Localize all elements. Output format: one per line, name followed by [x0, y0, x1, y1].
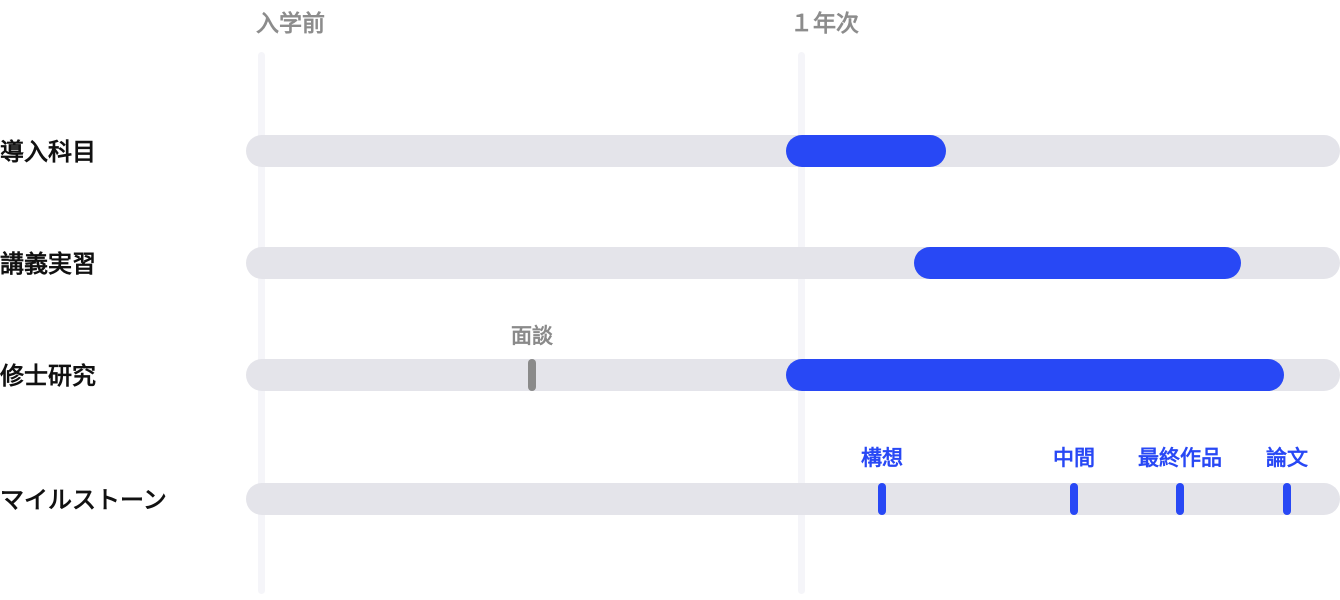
- event-marker-interview: [528, 359, 536, 391]
- row-label-lectures-practicum: 講義実習: [0, 250, 96, 278]
- milestone-label-concept: 構想: [861, 446, 903, 470]
- row-label-master-research: 修士研究: [0, 362, 96, 390]
- row-label-milestones: マイルストーン: [0, 486, 167, 514]
- milestone-label-thesis: 論文: [1266, 446, 1308, 470]
- row-label-intro-courses: 導入科目: [0, 138, 96, 166]
- track-milestones: [246, 483, 1340, 515]
- milestone-marker-midterm: [1070, 483, 1078, 515]
- milestone-marker-thesis: [1283, 483, 1291, 515]
- column-line-pre-entry: [258, 52, 265, 594]
- bar-lectures-practicum: [914, 247, 1241, 279]
- milestone-label-midterm: 中間: [1053, 446, 1095, 470]
- milestone-label-final-work: 最終作品: [1138, 446, 1222, 470]
- bar-master-research: [786, 359, 1284, 391]
- column-line-year-1: [798, 52, 805, 594]
- milestone-marker-final-work: [1176, 483, 1184, 515]
- column-header-pre-entry: 入学前: [256, 11, 325, 37]
- bar-intro-courses: [786, 135, 946, 167]
- event-label-interview: 面談: [511, 324, 553, 348]
- milestone-marker-concept: [878, 483, 886, 515]
- column-header-year-1: １年次: [790, 11, 859, 37]
